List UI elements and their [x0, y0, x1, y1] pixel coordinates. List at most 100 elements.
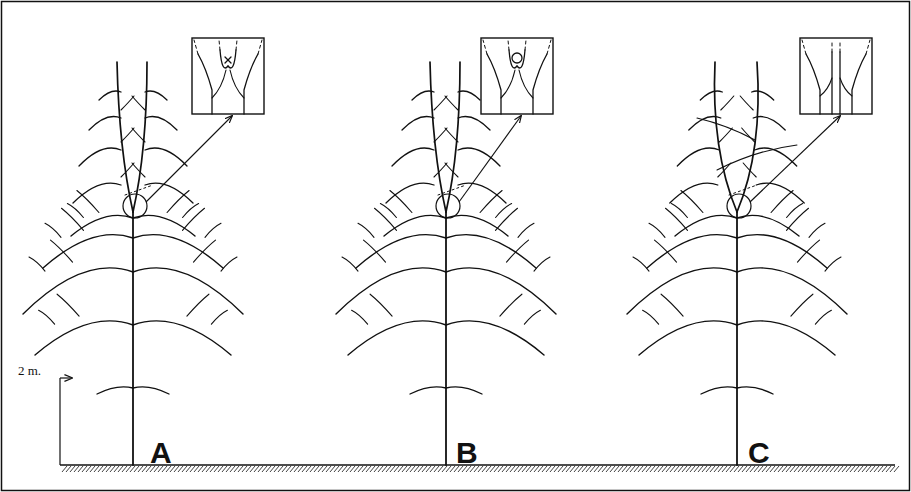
branch	[121, 96, 134, 110]
branch	[71, 215, 133, 236]
branch	[380, 204, 396, 218]
branch	[458, 148, 500, 166]
branch	[39, 310, 55, 324]
branch	[496, 204, 512, 218]
branch	[221, 257, 237, 271]
bark-ridge	[519, 70, 533, 98]
branch	[458, 117, 490, 131]
inset-dash	[525, 40, 526, 50]
inset-dash	[866, 40, 870, 54]
branch	[57, 294, 79, 316]
branch	[675, 215, 737, 236]
branch	[700, 91, 722, 100]
branch	[737, 387, 773, 394]
branch	[721, 96, 734, 110]
branch	[446, 321, 544, 355]
branch	[133, 235, 223, 268]
branch	[756, 183, 804, 203]
branch	[666, 208, 688, 230]
branch	[649, 223, 665, 237]
bark-ridge	[212, 70, 226, 98]
branch	[205, 223, 221, 237]
branch	[518, 223, 534, 237]
branch	[787, 204, 803, 218]
branch	[132, 96, 145, 110]
ground-hatching	[62, 466, 899, 472]
branch	[753, 117, 785, 131]
branch	[524, 310, 540, 324]
branch	[737, 268, 847, 314]
branch	[386, 183, 434, 203]
branch	[133, 387, 169, 394]
branch	[771, 191, 793, 213]
branch	[737, 321, 835, 355]
branch	[434, 96, 447, 110]
inset-dash	[194, 40, 198, 54]
inset-stem	[852, 54, 866, 114]
branch	[717, 145, 797, 170]
branch	[97, 387, 133, 394]
inset-dash	[802, 40, 806, 54]
inset-box	[481, 38, 553, 114]
branch	[496, 208, 518, 230]
tree-letter: A	[150, 438, 172, 468]
branch	[370, 294, 392, 316]
branch	[121, 128, 134, 142]
branch	[43, 235, 133, 268]
stem	[737, 62, 758, 212]
branch	[752, 91, 774, 100]
inset-dash	[547, 40, 551, 54]
height-marker	[59, 378, 60, 465]
leader-arrow	[459, 116, 521, 202]
tree-letter: B	[456, 438, 478, 468]
branch	[375, 208, 397, 230]
branch	[434, 163, 447, 177]
trunk	[736, 212, 738, 465]
branch	[187, 294, 209, 316]
branch	[145, 91, 167, 100]
branch	[89, 117, 121, 131]
branch	[412, 91, 434, 100]
branch	[133, 321, 231, 355]
branch	[446, 387, 482, 394]
detail-inset	[481, 38, 553, 114]
inset-dash	[258, 40, 262, 54]
branch	[384, 215, 446, 236]
inset-dash	[508, 40, 509, 50]
branch	[410, 387, 446, 394]
dotted-line	[729, 185, 757, 195]
branch	[500, 294, 522, 316]
stem	[117, 62, 133, 212]
branch	[402, 117, 434, 131]
leader-arrow	[146, 116, 232, 202]
branch	[132, 128, 145, 142]
branch	[815, 310, 831, 324]
detail-inset	[192, 38, 264, 114]
branch	[390, 191, 412, 213]
stem	[714, 62, 737, 212]
tree	[627, 38, 872, 465]
bark-ridge	[840, 78, 852, 96]
branch	[23, 268, 133, 314]
branch	[787, 208, 809, 230]
branch	[633, 257, 649, 271]
tree	[23, 38, 264, 465]
branch	[356, 235, 446, 268]
branch	[145, 117, 177, 131]
branch	[534, 257, 550, 271]
bark-ridge	[820, 78, 832, 96]
branch	[480, 191, 502, 213]
branch	[133, 268, 243, 314]
inset-stem	[839, 52, 840, 114]
inset-stem	[198, 54, 212, 114]
inset-box	[192, 38, 264, 114]
branch	[740, 96, 753, 110]
branch	[458, 91, 480, 100]
branch	[643, 310, 659, 324]
trunk	[445, 212, 447, 465]
hatch-stroke	[894, 466, 899, 472]
branch	[336, 268, 446, 314]
branch	[73, 183, 121, 203]
branch	[211, 310, 227, 324]
